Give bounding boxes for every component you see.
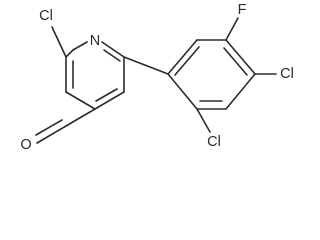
bond-p4-p5 bbox=[225, 73, 256, 110]
bond-c5-c4 bbox=[94, 91, 125, 110]
bond-p6-cl bbox=[196, 108, 211, 133]
atom-f: F bbox=[238, 2, 247, 18]
bond-c4-cho bbox=[65, 108, 96, 127]
bond-p6-p1 bbox=[167, 73, 198, 110]
bond-c2-ring-top bbox=[65, 49, 74, 58]
bond-c-o-double-1 bbox=[36, 125, 67, 144]
bond-p1-p2-inner bbox=[174, 46, 200, 76]
bond-c2-n1 bbox=[72, 41, 88, 51]
bond-c5-c4-inner bbox=[95, 88, 118, 102]
atom-cl-pyridine: Cl bbox=[39, 8, 53, 24]
atom-cl-ortho: Cl bbox=[207, 134, 221, 150]
bond-p3-f bbox=[225, 17, 239, 41]
bond-p3-p4 bbox=[225, 39, 256, 75]
molecule-structure: Cl N F Cl Cl O bbox=[20, 2, 294, 153]
atom-n-ring: N bbox=[90, 33, 100, 49]
aldehyde-group bbox=[35, 108, 96, 144]
bond-c2-cl bbox=[51, 26, 67, 58]
bond-p1-p2 bbox=[167, 39, 198, 75]
atom-o-aldehyde: O bbox=[20, 137, 31, 153]
bond-p3-p4-inner bbox=[223, 47, 248, 76]
bond-c4-c3 bbox=[65, 91, 96, 110]
bond-biaryl bbox=[123, 56, 169, 75]
bond-n1-c6-inner bbox=[103, 49, 121, 62]
pyridine-ring bbox=[65, 41, 125, 110]
atom-cl-para: Cl bbox=[280, 66, 294, 82]
bond-c-o-double-2 bbox=[35, 119, 63, 136]
phenyl-ring bbox=[167, 39, 256, 110]
bond-n1-c6 bbox=[101, 41, 125, 58]
